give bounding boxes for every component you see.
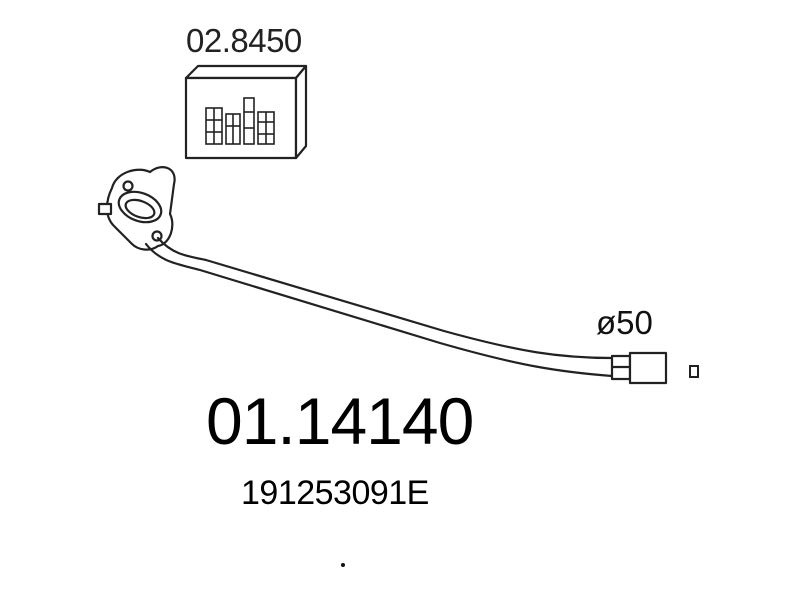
kit-box	[184, 64, 308, 160]
pipe-end-marker	[689, 365, 699, 378]
pipe	[144, 236, 614, 378]
mts-logo	[205, 97, 275, 145]
pipe-end	[610, 351, 668, 385]
kit-code-label: 02.8450	[186, 22, 302, 59]
part-number: 01.14140	[206, 384, 474, 458]
flange	[97, 166, 176, 251]
oem-number: 191253091E	[241, 474, 429, 512]
dot-mark	[341, 563, 345, 567]
diameter-label: ø50	[596, 304, 653, 341]
